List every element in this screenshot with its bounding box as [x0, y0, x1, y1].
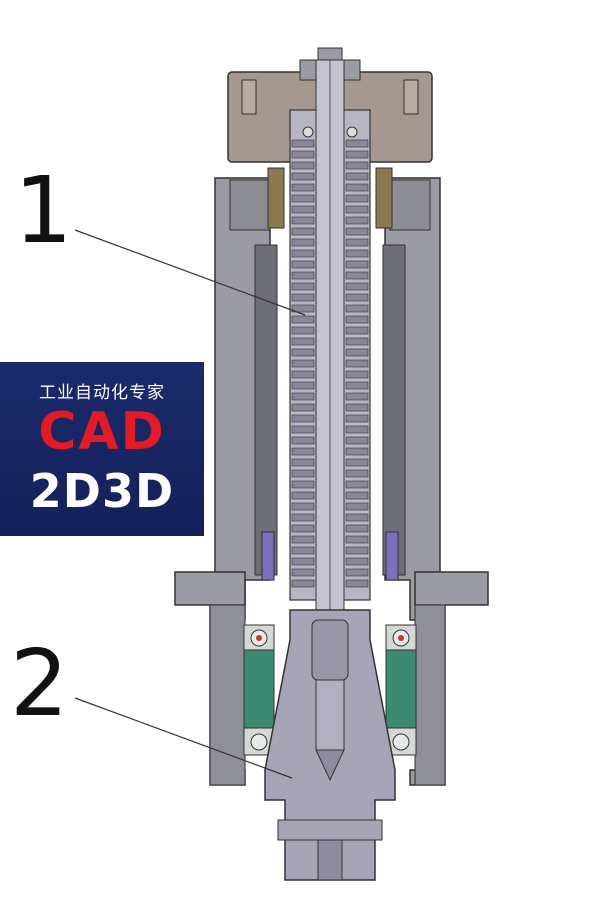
rack-tooth: [291, 227, 315, 236]
rack-tooth: [291, 535, 315, 544]
rack-tooth: [345, 337, 369, 346]
rack-tooth: [345, 425, 369, 434]
rack-tooth: [291, 315, 315, 324]
rack-tooth: [291, 403, 315, 412]
rack-tooth: [291, 337, 315, 346]
rack-tooth: [345, 502, 369, 511]
rack-tooth: [291, 414, 315, 423]
rack-tooth: [291, 348, 315, 357]
rack-tooth: [345, 172, 369, 181]
rack-tooth: [291, 183, 315, 192]
rack-tooth: [291, 282, 315, 291]
rack-tooth: [345, 436, 369, 445]
rack-tooth: [345, 579, 369, 588]
rack-tooth: [345, 447, 369, 456]
rack-tooth: [345, 359, 369, 368]
rack-tooth: [291, 546, 315, 555]
rack-tooth: [345, 513, 369, 522]
rack-tooth: [345, 315, 369, 324]
rack-tooth: [291, 568, 315, 577]
rack-tooth: [345, 381, 369, 390]
rack-tooth: [345, 205, 369, 214]
rack-tooth: [345, 392, 369, 401]
rack-tooth: [291, 139, 315, 148]
rack-tooth: [291, 205, 315, 214]
rack-tooth: [291, 150, 315, 159]
rack-tooth: [291, 513, 315, 522]
rack-tooth: [345, 535, 369, 544]
rack-tooth: [291, 502, 315, 511]
rack-tooth: [291, 326, 315, 335]
rack-tooth: [291, 436, 315, 445]
rack-tooth: [345, 557, 369, 566]
rack-tooth: [345, 238, 369, 247]
rack-tooth: [345, 194, 369, 203]
callout-label-2: 2: [10, 630, 69, 737]
rack-tooth: [345, 271, 369, 280]
rack-assembly: [289, 59, 371, 621]
watermark-line1: 工业自动化专家: [39, 383, 165, 403]
rack-tooth: [345, 546, 369, 555]
rack-tooth: [345, 524, 369, 533]
rack-tooth: [291, 579, 315, 588]
callout-label-1: 1: [14, 157, 73, 264]
rack-tooth: [291, 491, 315, 500]
rack-tooth: [345, 326, 369, 335]
rack-tooth: [291, 172, 315, 181]
leader-line-2: [74, 697, 293, 779]
rack-tooth: [345, 458, 369, 467]
rack-tooth: [345, 480, 369, 489]
rack-tooth: [345, 183, 369, 192]
rack-tooth: [291, 249, 315, 258]
rack-tooth: [291, 370, 315, 379]
rack-tooth: [291, 216, 315, 225]
rack-tooth: [291, 425, 315, 434]
watermark-2d3d: 2D3D: [29, 464, 175, 518]
rack-tooth: [291, 524, 315, 533]
rack-tooth: [345, 469, 369, 478]
rack-tooth: [291, 238, 315, 247]
rack-tooth: [291, 293, 315, 302]
rack-tooth: [291, 480, 315, 489]
rack-tooth: [345, 370, 369, 379]
rack-tooth: [345, 150, 369, 159]
tool-holder: [264, 609, 396, 881]
rack-tooth: [345, 304, 369, 313]
rack-tooth: [345, 139, 369, 148]
rack-tooth: [291, 161, 315, 170]
rack-tooth: [291, 381, 315, 390]
rack-tooth: [291, 304, 315, 313]
rack-tooth: [345, 282, 369, 291]
rack-tooth: [291, 458, 315, 467]
rack-tooth: [345, 403, 369, 412]
rack-tooth: [291, 359, 315, 368]
rack-tooth: [345, 568, 369, 577]
rack-tooth: [345, 227, 369, 236]
rack-tooth: [345, 161, 369, 170]
rack-tooth: [291, 260, 315, 269]
rack-tooth: [291, 469, 315, 478]
rack-tooth: [291, 447, 315, 456]
cad-2d3d-watermark-logo: 工业自动化专家 CAD 2D3D: [0, 362, 204, 536]
rack-tooth: [291, 194, 315, 203]
watermark-cad: CAD: [38, 402, 166, 462]
housing: [174, 167, 489, 786]
rack-tooth: [345, 249, 369, 258]
rack-tooth: [291, 271, 315, 280]
bearings: [243, 624, 417, 756]
rack-tooth: [345, 491, 369, 500]
rack-tooth: [345, 216, 369, 225]
leader-line-1: [74, 229, 306, 316]
rack-tooth: [291, 557, 315, 566]
rack-tooth: [345, 260, 369, 269]
rack-tooth: [291, 392, 315, 401]
rack-tooth: [345, 348, 369, 357]
rack-tooth: [345, 414, 369, 423]
purple-clamps: [261, 531, 399, 581]
rack-tooth: [345, 293, 369, 302]
